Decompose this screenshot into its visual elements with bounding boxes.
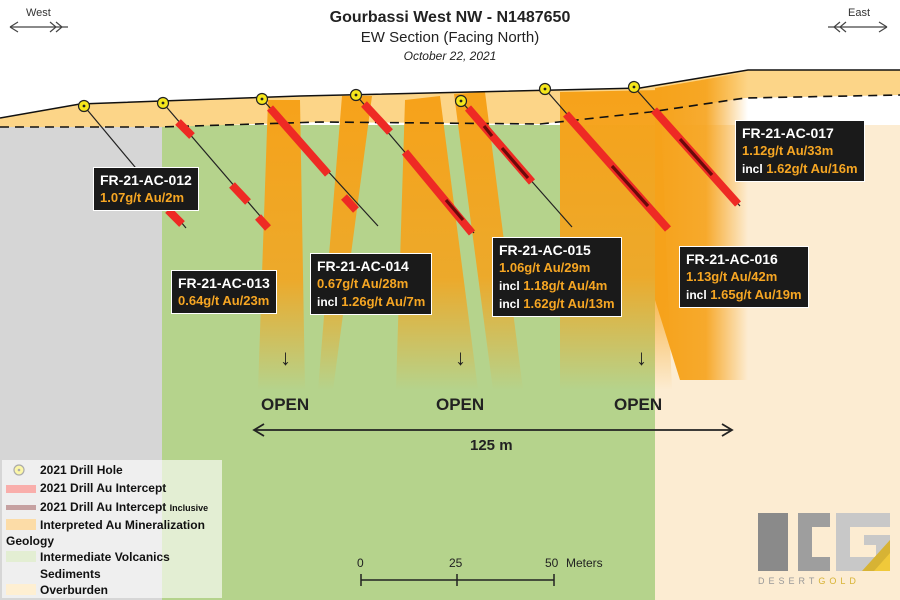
east-arrow-icon bbox=[828, 21, 888, 33]
hole-label-014: FR-21-AC-014 0.67g/t Au/28m incl 1.26g/t… bbox=[310, 253, 433, 315]
au-intercept bbox=[175, 119, 195, 139]
au-intercept-inclusive bbox=[482, 125, 494, 137]
au-intercept-inclusive bbox=[610, 164, 650, 208]
incl-prefix: incl bbox=[686, 288, 707, 302]
logo-wordmark: DESERTGOLD bbox=[758, 576, 860, 586]
logo-word-desert: DESERT bbox=[758, 576, 819, 586]
mineralization-zone bbox=[258, 100, 305, 390]
hole-result-inclusive: incl 1.65g/t Au/19m bbox=[686, 286, 802, 304]
drill-hole-collar bbox=[349, 88, 363, 102]
drill-hole-collar bbox=[627, 80, 641, 94]
hole-result: 0.67g/t Au/28m bbox=[317, 276, 409, 291]
legend-intercept-inclusive: 2021 Drill Au Intercept Inclusive bbox=[40, 500, 208, 514]
scale-bar bbox=[360, 574, 555, 586]
hole-id: FR-21-AC-013 bbox=[178, 275, 270, 291]
incl-value: 1.65g/t Au/19m bbox=[710, 287, 802, 302]
hole-result-inclusive: incl 1.62g/t Au/13m bbox=[499, 295, 615, 313]
hole-result-inclusive: incl 1.62g/t Au/16m bbox=[742, 160, 858, 178]
legend-panel bbox=[2, 460, 222, 598]
hole-label-015: FR-21-AC-015 1.06g/t Au/29m incl 1.18g/t… bbox=[492, 237, 622, 317]
au-intercept bbox=[266, 105, 332, 177]
drill-hole-collar bbox=[255, 92, 269, 106]
incl-value: 1.62g/t Au/16m bbox=[766, 161, 858, 176]
au-intercept bbox=[341, 194, 359, 213]
incl-value: 1.62g/t Au/13m bbox=[523, 296, 615, 311]
legend-mineralization: Interpreted Au Mineralization bbox=[40, 518, 205, 532]
hole-id: FR-21-AC-014 bbox=[317, 258, 409, 274]
au-intercept bbox=[361, 101, 393, 135]
desert-gold-logo bbox=[758, 513, 890, 571]
hole-result: 1.13g/t Au/42m bbox=[686, 269, 778, 284]
arrow-down-icon: ↓ bbox=[280, 345, 291, 370]
hole-label-016: FR-21-AC-016 1.13g/t Au/42m incl 1.65g/t… bbox=[679, 246, 809, 308]
incl-prefix: incl bbox=[499, 297, 520, 311]
open-label: OPEN bbox=[261, 395, 310, 414]
page-title: Gourbassi West NW - N1487650 bbox=[329, 9, 571, 26]
drill-collars bbox=[77, 80, 641, 113]
base-of-overburden bbox=[0, 94, 900, 128]
hole-result-inclusive: incl 1.18g/t Au/4m bbox=[499, 277, 615, 295]
au-intercept bbox=[229, 182, 251, 205]
hole-id: FR-21-AC-015 bbox=[499, 242, 591, 258]
hole-id: FR-21-AC-012 bbox=[100, 172, 192, 188]
incl-value: 1.26g/t Au/7m bbox=[341, 294, 426, 309]
hole-label-012: FR-21-AC-012 1.07g/t Au/2m bbox=[93, 167, 199, 211]
hole-result-inclusive: incl 1.26g/t Au/7m bbox=[317, 293, 425, 311]
hole-result: 1.12g/t Au/33m bbox=[742, 143, 834, 158]
legend-overburden: Overburden bbox=[40, 583, 109, 597]
au-intercept-inclusive bbox=[444, 198, 465, 222]
legend-intercept-inclusive-label: 2021 Drill Au Intercept bbox=[40, 500, 167, 514]
width-dimension-arrow bbox=[252, 423, 734, 437]
legend-drill-hole: 2021 Drill Hole bbox=[40, 463, 123, 477]
legend-sediments: Sediments bbox=[40, 567, 101, 581]
section-date: October 22, 2021 bbox=[403, 49, 497, 63]
east-label: East bbox=[848, 7, 871, 19]
hole-result: 1.06g/t Au/29m bbox=[499, 260, 591, 275]
legend-inclusive-suffix: Inclusive bbox=[169, 503, 209, 513]
west-arrow-icon bbox=[9, 21, 68, 33]
au-intercept bbox=[255, 214, 271, 231]
logo-word-gold: GOLD bbox=[818, 576, 860, 586]
drill-hole-collar bbox=[454, 94, 468, 108]
open-label: OPEN bbox=[614, 395, 663, 414]
hole-result: 1.07g/t Au/2m bbox=[100, 190, 185, 205]
legend-geology-heading: Geology bbox=[6, 534, 55, 548]
intercepts-inclusive bbox=[444, 125, 714, 222]
scale-tick-label: 50 bbox=[545, 556, 559, 570]
open-label: OPEN bbox=[436, 395, 485, 414]
drill-hole-collar bbox=[156, 96, 170, 110]
incl-value: 1.18g/t Au/4m bbox=[523, 278, 608, 293]
hole-label-013: FR-21-AC-013 0.64g/t Au/23m bbox=[171, 270, 277, 314]
drill-hole-collar bbox=[77, 99, 91, 113]
ground-surface bbox=[0, 69, 900, 119]
incl-prefix: incl bbox=[499, 279, 520, 293]
legend-volcanics: Intermediate Volcanics bbox=[40, 550, 170, 564]
legend-intercept: 2021 Drill Au Intercept bbox=[40, 481, 167, 495]
au-intercept bbox=[165, 207, 185, 227]
scale-unit-label: Meters bbox=[566, 556, 603, 570]
au-intercept-inclusive bbox=[500, 146, 530, 180]
incl-prefix: incl bbox=[317, 295, 338, 309]
hole-label-017: FR-21-AC-017 1.12g/t Au/33m incl 1.62g/t… bbox=[735, 120, 865, 182]
drill-hole-collar bbox=[538, 82, 552, 96]
scale-tick-label: 0 bbox=[357, 556, 364, 570]
au-intercept-inclusive bbox=[678, 137, 714, 177]
overburden-unit bbox=[0, 70, 900, 127]
mineralization-zone bbox=[318, 96, 372, 390]
hole-id: FR-21-AC-016 bbox=[686, 251, 778, 267]
west-label: West bbox=[26, 7, 51, 19]
section-subtitle: EW Section (Facing North) bbox=[360, 29, 540, 46]
hole-result: 0.64g/t Au/23m bbox=[178, 293, 270, 308]
scale-tick-label: 25 bbox=[449, 556, 463, 570]
hole-id: FR-21-AC-017 bbox=[742, 125, 834, 141]
width-label: 125 m bbox=[470, 437, 513, 454]
arrow-down-icon: ↓ bbox=[455, 345, 466, 370]
incl-prefix: incl bbox=[742, 162, 763, 176]
arrow-down-icon: ↓ bbox=[636, 345, 647, 370]
